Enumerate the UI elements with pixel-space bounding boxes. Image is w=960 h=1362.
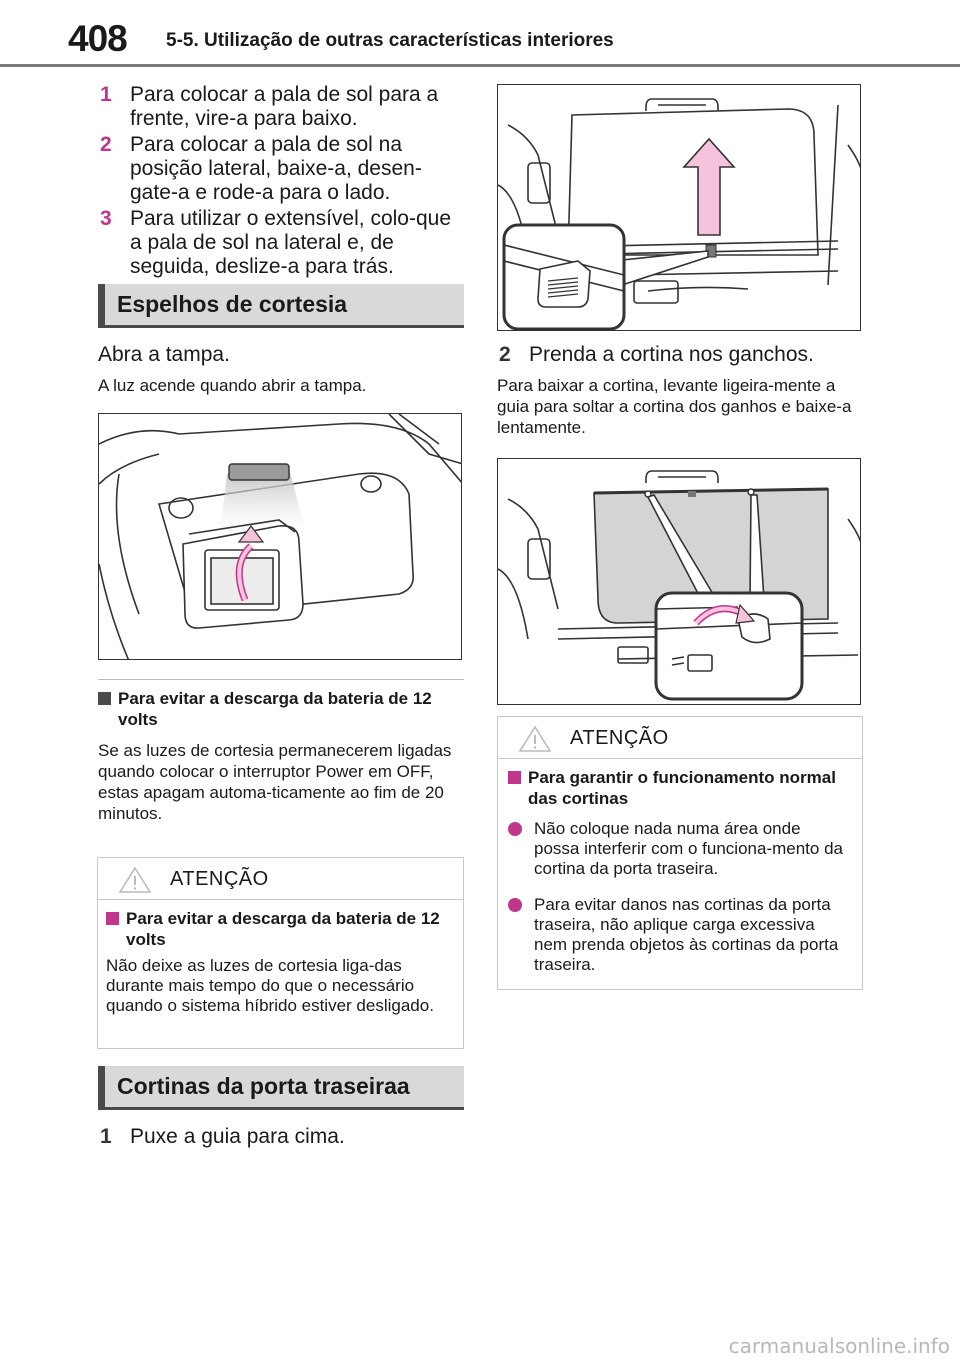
visor-steps: 1 Para colocar a pala de sol para a fren… [98,83,464,279]
warning-title: ATENÇÃO [570,727,669,749]
warning-triangle-icon [518,725,552,752]
warning-title: ATENÇÃO [170,868,269,890]
section-heading-mirrors: Espelhos de cortesia [98,284,464,328]
warning-box-battery: ATENÇÃO Para evitar a descarga da bateri… [97,857,464,1049]
mirror-instructions: Abra a tampa. A luz acende quando abrir … [98,343,464,396]
curtain-hooked-drawing [498,470,860,701]
section-heading-curtains: Cortinas da porta traseiraa [98,1066,464,1110]
section-title: 5-5. Utilização de outras característica… [166,30,614,51]
warning-bullet: Para evitar danos nas cortinas da porta … [508,895,850,975]
warning-header: ATENÇÃO [498,717,862,759]
step-2: 2 Prenda a cortina nos ganchos. [497,343,867,367]
mirror-lead: Abra a tampa. [98,343,230,366]
page-number: 408 [68,18,128,59]
section-heading-text: Espelhos de cortesia [117,291,348,317]
warning-text: Não deixe as luzes de cortesia liga-das … [106,956,434,1015]
warning-heading: Para garantir o funcionamento normal das… [508,767,850,809]
step-number: 2 [499,343,511,366]
step-number: 1 [100,1125,112,1148]
divider [98,679,464,680]
vanity-mirror-illustration [98,413,462,660]
step-text: Para colocar a pala de sol na posição la… [130,133,422,204]
step-1: 1 Para colocar a pala de sol para a fren… [98,83,464,131]
curtain-step-2: 2 Prenda a cortina nos ganchos. Para bai… [497,343,867,438]
battery-heading: Para evitar a descarga da bateria de 12 … [98,688,464,730]
step-2-note: Para baixar a cortina, levante ligeira-m… [497,376,852,437]
curtain-pull-drawing [498,98,860,330]
step-number: 2 [100,133,112,156]
step-number: 1 [100,83,112,106]
mirror-note: A luz acende quando abrir a tampa. [98,376,367,395]
warning-header: ATENÇÃO [98,858,463,900]
round-bullet-icon [508,898,522,912]
warning-triangle-icon [118,866,152,893]
curtain-hooked-illustration [497,458,861,705]
warning-heading: Para evitar a descarga da bateria de 12 … [106,908,453,950]
header-rule [0,64,960,67]
warning-bullet: Não coloque nada numa área onde possa in… [508,819,850,879]
square-bullet-icon [98,692,111,705]
step-3: 3 Para utilizar o extensível, colo-que a… [98,207,464,279]
step-text: Para colocar a pala de sol para a frente… [130,83,439,130]
step-2: 2 Para colocar a pala de sol na posição … [98,133,464,205]
square-bullet-icon [508,771,521,784]
curtain-pull-illustration [497,84,861,331]
battery-note: Para evitar a descarga da bateria de 12 … [98,688,464,824]
step-text: Para utilizar o extensível, colo-que a p… [130,207,451,278]
battery-text: Se as luzes de cortesia permanecerem lig… [98,741,452,823]
round-bullet-icon [508,822,522,836]
step-number: 3 [100,207,112,230]
square-bullet-icon [106,912,119,925]
curtain-step-1: 1 Puxe a guia para cima. [98,1125,464,1149]
watermark: carmanualsonline.info [728,1334,950,1358]
section-heading-text: Cortinas da porta traseiraa [117,1073,410,1099]
vanity-mirror-drawing [99,414,461,659]
page-header: 408 5-5. Utilização de outras caracterís… [0,0,960,70]
warning-box-curtains: ATENÇÃO Para garantir o funcionamento no… [497,716,863,990]
step-text: Puxe a guia para cima. [130,1125,345,1148]
step-text: Prenda a cortina nos ganchos. [529,343,814,366]
step-1: 1 Puxe a guia para cima. [98,1125,464,1149]
